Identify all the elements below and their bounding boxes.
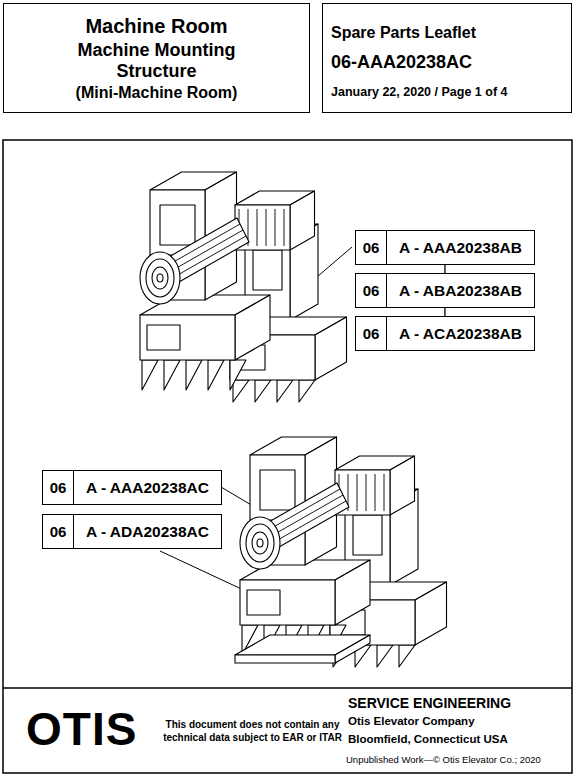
body-line [169,236,246,280]
base-gusset [186,360,202,390]
company-logo: OTIS [26,702,137,756]
base-panel [247,590,280,615]
page-frame [3,140,572,773]
motor-fin [366,474,367,511]
callout-box: 06A - ADA20238AC [42,514,222,549]
machine-base [235,295,270,360]
company-name: Otis Elevator Company [348,715,475,727]
motor-fin [375,474,376,511]
section-number: 06 [43,515,74,548]
sheave [140,252,180,304]
machine-assembly [235,437,447,667]
machine-base [415,582,447,645]
header-text: Machine Mounting Structure [52,40,262,82]
callout-box: 06A - ABA20238AB [355,273,535,308]
motor-fin [257,209,258,246]
company-address: Bloomfield, Connecticut USA [348,733,508,745]
motor-fin [357,474,358,511]
base-gusset [208,360,224,390]
motor-fin [284,209,285,246]
header-box: Machine RoomMachine Mounting Structure (M… [3,3,310,113]
machine-base [140,315,235,360]
base-gusset [255,380,271,402]
motor-fin [266,209,267,246]
footer-divider [3,687,572,689]
disclaimer: This document does not contain any techn… [160,718,345,744]
copyright: Unpublished Work—© Otis Elevator Co.; 20… [346,754,541,765]
base-plate [335,635,370,663]
base-gusset [233,380,249,402]
motor-fin [384,474,385,511]
section-number: 06 [356,231,387,264]
part-number: A - ADA20238AC [74,515,221,548]
frame-window [253,250,282,290]
callout-box: 06A - AAA20238AB [355,230,535,265]
department: SERVICE ENGINEERING [348,695,511,711]
callout-box: 06A - ACA20238AB [355,316,535,351]
base-gusset [377,645,393,667]
callout-box: 06A - AAA20238AC [42,470,222,505]
sheave [240,517,280,569]
section-number: 06 [356,274,387,307]
motor-fin [275,209,276,246]
frame-window [353,515,382,555]
frame-window [260,470,295,510]
base-plate [235,655,335,663]
part-number: A - ACA20238AB [387,317,534,350]
machine-base [240,580,335,625]
part-number: A - ABA20238AB [387,274,534,307]
header-text: Machine Room [85,15,227,38]
header-box: Spare Parts Leaflet 06-AAA20238AC January … [322,3,572,113]
base-gusset [277,380,293,402]
part-number: A - AAA20238AC [74,471,221,504]
connector-line [444,265,445,273]
motor [390,456,415,515]
header-text: January 22, 2020 / Page 1 of 4 [331,85,563,99]
sheave-hub [152,267,168,289]
part-number: A - AAA20238AB [387,231,534,264]
section-number: 06 [43,471,74,504]
machine-base [315,317,347,380]
base-gusset [142,360,158,390]
header-text: 06-AAA20238AC [331,52,563,73]
base-gusset [230,360,246,390]
sheave-hub [157,274,163,282]
body-line [269,501,346,545]
header-text: (Mini-Machine Room) [76,84,238,102]
header-text: Spare Parts Leaflet [331,24,563,42]
frame-window [160,205,195,245]
base-gusset [299,380,315,402]
motor [290,191,315,250]
base-panel [147,325,180,350]
sheave-groove [246,524,274,562]
machine-assembly [140,172,347,402]
sheave-hub [257,539,263,547]
base-gusset [399,645,415,667]
sheave-hub [252,532,268,554]
base-gusset [164,360,180,390]
machine-base [335,560,370,625]
sheave-groove [146,259,174,297]
section-number: 06 [356,317,387,350]
connector-line [444,308,445,316]
